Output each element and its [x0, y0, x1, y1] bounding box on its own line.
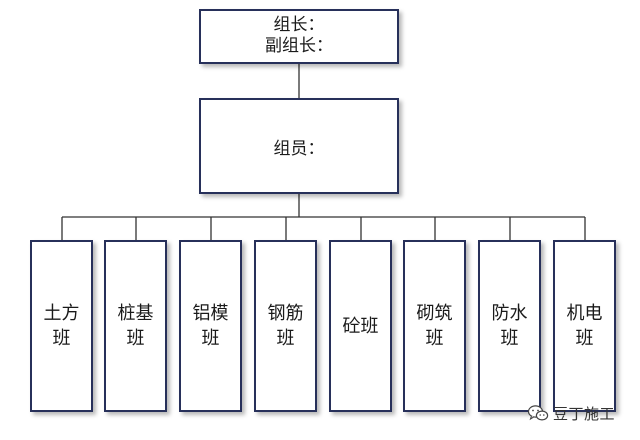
team-label: 钢筋班	[267, 303, 304, 349]
team-box-masonry: 砌筑班	[403, 240, 466, 412]
leader-label: 组长：	[273, 15, 325, 35]
team-label: 机电班	[566, 303, 603, 349]
team-box-earthwork: 土方班	[30, 240, 93, 412]
members-box: 组员：	[199, 98, 399, 194]
team-label: 桩基班	[117, 303, 154, 349]
deputy-leader-label: 副组长：	[265, 36, 333, 56]
team-label: 防水班	[491, 303, 528, 349]
team-box-concrete: 砼班	[329, 240, 392, 412]
team-box-aluminum-formwork: 铝模班	[179, 240, 242, 412]
team-label: 砼班	[342, 315, 379, 337]
leader-box: 组长： 副组长：	[199, 9, 399, 64]
team-box-waterproofing: 防水班	[478, 240, 541, 412]
team-label: 砌筑班	[416, 303, 453, 349]
team-label: 铝模班	[192, 303, 229, 349]
team-box-mep: 机电班	[553, 240, 616, 412]
team-box-piling: 桩基班	[104, 240, 167, 412]
wechat-icon	[527, 405, 549, 421]
watermark: 豆丁施工	[527, 401, 633, 425]
team-label: 土方班	[43, 303, 80, 349]
watermark-text: 豆丁施工	[553, 404, 616, 423]
team-box-rebar: 钢筋班	[254, 240, 317, 412]
members-label: 组员：	[273, 138, 325, 159]
